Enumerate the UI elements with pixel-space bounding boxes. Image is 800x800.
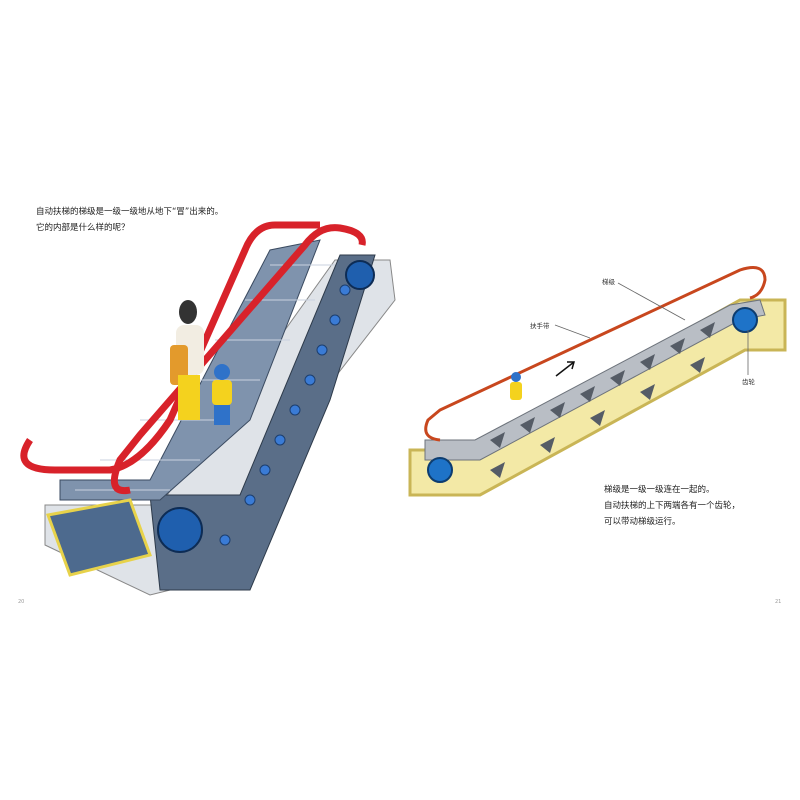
left-page-text: 自动扶梯的梯级是一级一级地从地下“冒”出来的。 它的内部是什么样的呢？ — [36, 204, 223, 236]
text-line: 自动扶梯的上下两端各有一个齿轮， — [604, 501, 741, 511]
text-line: 自动扶梯的梯级是一级一级地从地下“冒”出来的。 — [36, 207, 224, 217]
lower-gear-icon — [157, 507, 203, 553]
page-number-left: 20 — [18, 599, 25, 605]
text-line: 它的内部是什么样的呢？ — [36, 223, 130, 233]
upper-gear-icon — [345, 260, 375, 290]
text-line: 梯级是一级一级连在一起的。 — [604, 485, 715, 495]
upper-gear-icon — [732, 307, 758, 333]
right-handrail — [110, 224, 366, 495]
handrail — [424, 266, 767, 442]
lower-gear-icon — [427, 457, 453, 483]
label-steps: 梯级 — [602, 278, 615, 286]
right-escalator-diagram — [408, 266, 787, 497]
label-handrail: 扶手带 — [530, 322, 550, 330]
page-number-right: 21 — [775, 599, 782, 605]
child-figure — [510, 372, 522, 400]
direction-arrow-icon — [555, 361, 575, 377]
text-line: 可以带动梯级运行。 — [604, 517, 681, 527]
woman-figure — [170, 300, 204, 420]
child-figure — [212, 364, 232, 425]
label-gear: 齿轮 — [742, 378, 755, 386]
left-handrail — [20, 221, 320, 474]
left-escalator-cutaway — [20, 221, 396, 596]
right-page-text: 梯级是一级一级连在一起的。 自动扶梯的上下两端各有一个齿轮， 可以带动梯级运行。 — [604, 482, 740, 530]
